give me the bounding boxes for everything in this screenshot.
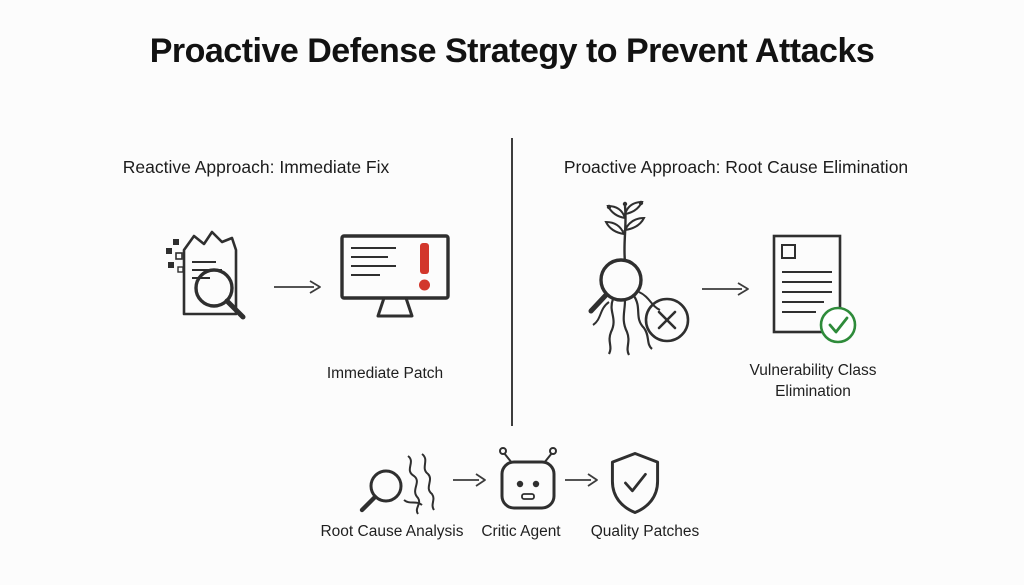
arrow-right-icon [700, 280, 752, 298]
arrow-right-icon [452, 472, 488, 488]
arrow-right-icon [564, 472, 600, 488]
quality-patches-shield-icon [606, 450, 664, 516]
monitor-alert-icon [336, 230, 454, 332]
quality-patches-label: Quality Patches [590, 523, 700, 540]
proactive-approach-heading: Proactive Approach: Root Cause Eliminati… [563, 157, 909, 177]
broken-document-magnifier-icon [150, 222, 265, 342]
root-cause-analysis-icon [356, 450, 448, 518]
arrow-right-icon [272, 278, 324, 296]
critic-agent-label: Critic Agent [481, 523, 561, 540]
root-cause-analysis-label: Root Cause Analysis [320, 523, 464, 540]
root-cause-plant-icon [563, 198, 701, 360]
checked-document-icon [760, 228, 860, 350]
immediate-patch-label: Immediate Patch [326, 365, 444, 382]
vertical-divider [511, 138, 513, 426]
vulnerability-class-elimination-label: Vulnerability Class Elimination [749, 362, 877, 400]
critic-agent-robot-icon [488, 446, 568, 516]
reactive-approach-heading: Reactive Approach: Immediate Fix [122, 157, 390, 177]
page-title: Proactive Defense Strategy to Prevent At… [149, 32, 875, 70]
